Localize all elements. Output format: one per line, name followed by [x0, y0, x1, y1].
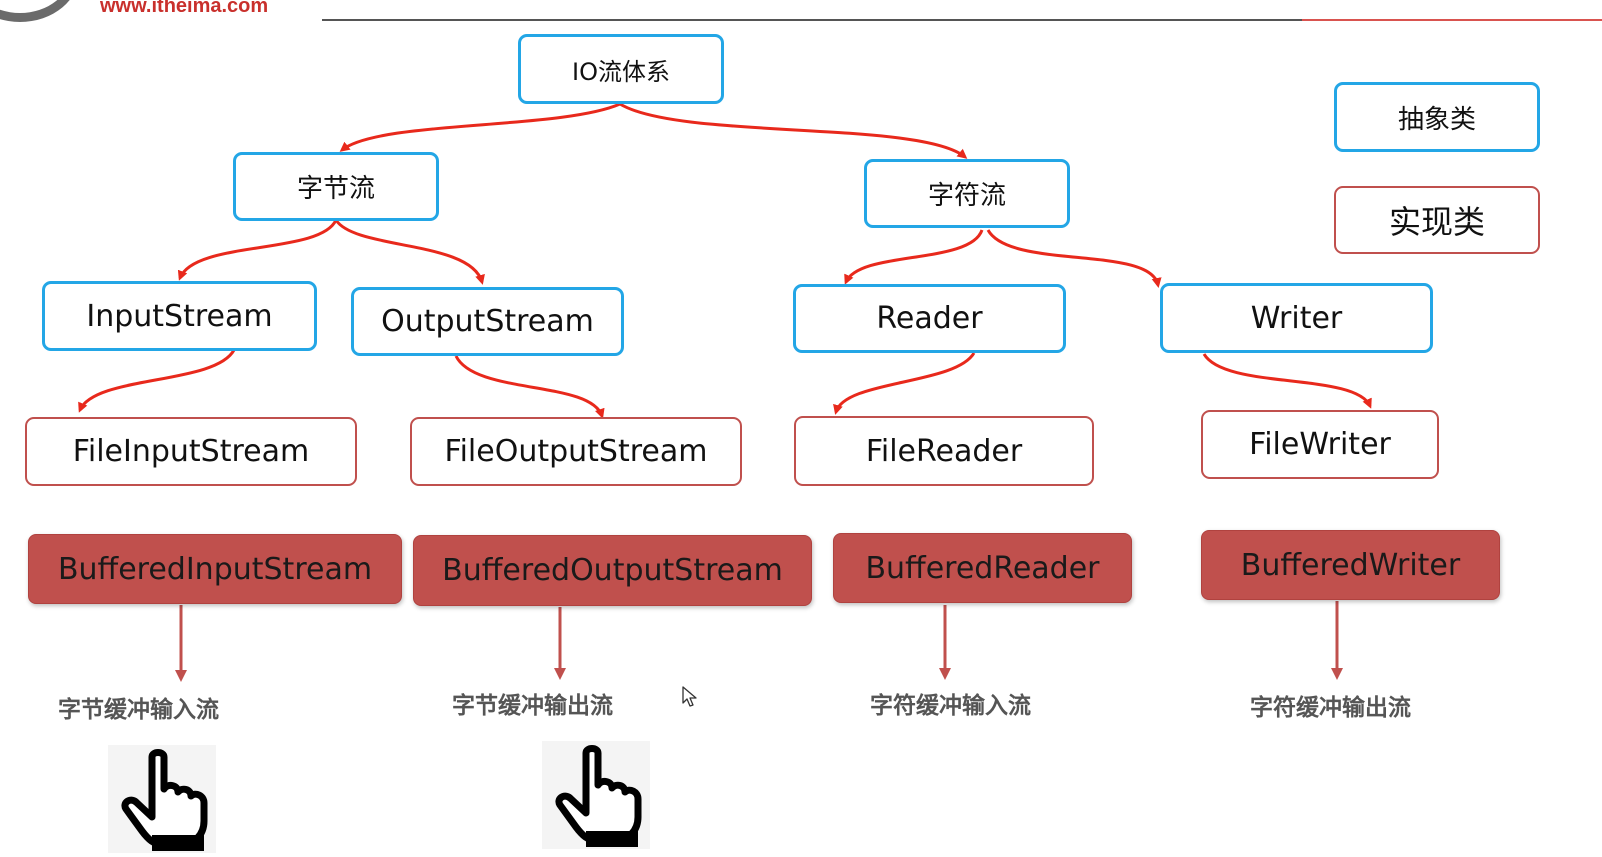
arrow-input-to-file	[78, 349, 236, 413]
arrow-byte-to-input	[177, 219, 338, 281]
node-output-stream: OutputStream	[351, 287, 624, 356]
node-file-output-stream: FileOutputStream	[410, 417, 742, 486]
node-input-stream: InputStream	[42, 281, 317, 351]
pointing-hand-icon[interactable]	[108, 745, 216, 853]
node-char-stream: 字符流	[864, 159, 1070, 228]
node-byte-stream: 字节流	[233, 152, 439, 221]
arrow-char-to-reader	[844, 229, 984, 285]
node-writer: Writer	[1160, 283, 1433, 353]
logo-url: www.itheima.com	[100, 0, 269, 17]
header-divider	[322, 19, 1302, 21]
arrow-reader-to-file	[833, 352, 976, 415]
caption-byte-buffered-output: 字节缓冲输出流	[452, 693, 613, 719]
node-reader: Reader	[793, 284, 1066, 353]
legend-concrete-class: 实现类	[1334, 186, 1540, 254]
pointing-hand-icon[interactable]	[542, 741, 650, 849]
arrow-char-to-writer	[986, 229, 1162, 288]
caption-char-buffered-input: 字符缓冲输入流	[870, 693, 1031, 719]
node-io-system: IO流体系	[518, 34, 724, 104]
arrow-writer-to-file	[1202, 353, 1372, 409]
caption-char-buffered-output: 字符缓冲输出流	[1250, 695, 1411, 721]
caption-byte-buffered-input: 字节缓冲输入流	[58, 697, 219, 723]
node-buffered-input-stream: BufferedInputStream	[28, 534, 402, 604]
node-file-input-stream: FileInputStream	[25, 417, 357, 486]
arrow-output-to-file	[454, 355, 605, 419]
mouse-cursor-icon	[682, 686, 697, 707]
node-buffered-writer: BufferedWriter	[1201, 530, 1500, 600]
node-file-reader: FileReader	[794, 416, 1094, 486]
node-buffered-reader: BufferedReader	[833, 533, 1132, 603]
arrow-root-to-char	[619, 102, 968, 159]
arrow-root-to-byte	[339, 102, 621, 152]
arrow-byte-to-output	[334, 219, 485, 285]
legend-abstract-class: 抽象类	[1334, 82, 1540, 152]
node-buffered-output-stream: BufferedOutputStream	[413, 535, 812, 606]
node-file-writer: FileWriter	[1201, 410, 1439, 479]
header-accent-line	[1302, 19, 1602, 21]
